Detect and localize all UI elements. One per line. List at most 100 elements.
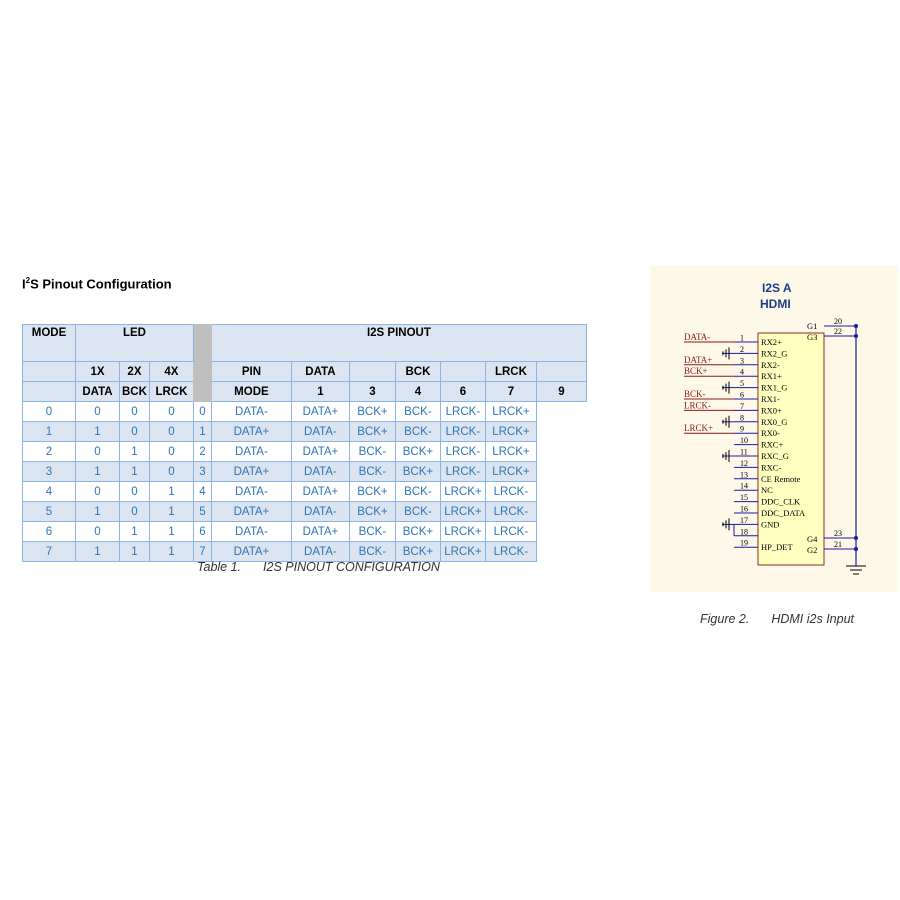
table-cell: 2 [22, 441, 76, 462]
table-cell: LRCK- [484, 481, 537, 502]
table-cell: 2 [192, 441, 212, 462]
table-cell: BCK- [394, 401, 441, 422]
schematic-title: I2S A [762, 281, 792, 295]
table-cell: LRCK+ [484, 421, 537, 442]
table-cell: 1 [75, 461, 120, 482]
table-cell: DATA+ [210, 501, 292, 522]
table-cell: 0 [148, 421, 194, 442]
table-cell: LRCK+ [439, 481, 486, 502]
table-cell: 1 [119, 541, 150, 562]
table-cell: BCK+ [348, 401, 396, 422]
pin-name: GND [761, 519, 779, 529]
table-cell: BCK+ [394, 441, 441, 462]
column-separator [192, 324, 212, 402]
table-cell: 1 [75, 421, 120, 442]
table-cell: LRCK+ [439, 541, 486, 562]
pin-name: RXC+ [761, 440, 783, 450]
header-cell: BCK [119, 381, 150, 402]
pin-name: G2 [807, 545, 817, 555]
pin-number: 20 [834, 317, 842, 326]
table-cell: DATA+ [290, 441, 350, 462]
pin-number: 21 [834, 540, 842, 549]
table-cell: 1 [75, 541, 120, 562]
caption-label: Figure 2. [700, 612, 750, 626]
table-cell: 1 [22, 421, 76, 442]
table-cell: LRCK+ [484, 441, 537, 462]
header-cell [22, 361, 76, 382]
table-cell: BCK+ [394, 521, 441, 542]
header-cell: DATA [290, 361, 350, 382]
junction-dot [854, 536, 858, 540]
title-superscript: 2 [25, 276, 31, 285]
header-cell: 9 [535, 381, 587, 402]
table-cell: BCK+ [394, 461, 441, 482]
pin-name: RX2_G [761, 348, 787, 358]
pin-name: DDC_CLK [761, 497, 801, 507]
table-cell: 6 [192, 521, 212, 542]
pin-name: CE Remote [761, 474, 801, 484]
table-cell: BCK- [394, 501, 441, 522]
pin-number: 7 [740, 402, 744, 411]
caption-text: I2S PINOUT CONFIGURATION [263, 560, 440, 574]
table-cell: 1 [75, 501, 120, 522]
table-cell: 4 [22, 481, 76, 502]
header-cell [22, 381, 76, 402]
table-cell: BCK+ [348, 501, 396, 522]
table-cell: 3 [22, 461, 76, 482]
table-caption: Table 1. I2S PINOUT CONFIGURATION [197, 560, 440, 574]
net-label: LRCK- [684, 400, 711, 410]
table-cell: 3 [192, 461, 212, 482]
header-cell: LRCK [484, 361, 537, 382]
led-header: LED [75, 324, 194, 362]
pin-name: RX0+ [761, 405, 782, 415]
table-cell: 5 [192, 501, 212, 522]
table-cell: 1 [148, 541, 194, 562]
table-cell: BCK- [348, 461, 396, 482]
pin-number: 5 [740, 379, 744, 388]
table-cell: DATA+ [210, 541, 292, 562]
table-cell: LRCK+ [439, 521, 486, 542]
table-cell: 0 [75, 521, 120, 542]
net-label: DATA+ [684, 355, 712, 365]
pin-number: 10 [740, 436, 748, 445]
header-cell: BCK [394, 361, 441, 382]
header-cell: 4X [148, 361, 194, 382]
table-cell: 1 [148, 521, 194, 542]
pin-name: RX0- [761, 428, 780, 438]
pin-name: NC [761, 485, 773, 495]
caption-label: Table 1. [197, 560, 242, 574]
table-cell: 1 [192, 421, 212, 442]
table-cell: DATA- [210, 521, 292, 542]
table-cell: 1 [119, 461, 150, 482]
pin-name: RXC_G [761, 451, 789, 461]
mode-header: MODE [22, 324, 76, 362]
table-cell: 0 [75, 401, 120, 422]
table-cell: 0 [75, 481, 120, 502]
header-cell [439, 361, 486, 382]
table-cell: 1 [119, 521, 150, 542]
table-cell: LRCK- [484, 541, 537, 562]
table-cell: BCK- [394, 481, 441, 502]
table-cell: LRCK- [439, 401, 486, 422]
header-cell: MODE [210, 381, 292, 402]
table-cell: DATA- [210, 441, 292, 462]
header-cell: PIN [210, 361, 292, 382]
pin-name: G1 [807, 321, 817, 331]
table-cell: 5 [22, 501, 76, 522]
pin-number: 14 [740, 482, 748, 491]
table-cell: LRCK- [439, 421, 486, 442]
pin-number: 2 [740, 345, 744, 354]
header-cell: 4 [394, 381, 441, 402]
table-cell: DATA+ [290, 401, 350, 422]
header-cell: 6 [439, 381, 486, 402]
pin-name: RX2- [761, 360, 780, 370]
table-cell: 7 [22, 541, 76, 562]
pin-number: 8 [740, 413, 744, 422]
